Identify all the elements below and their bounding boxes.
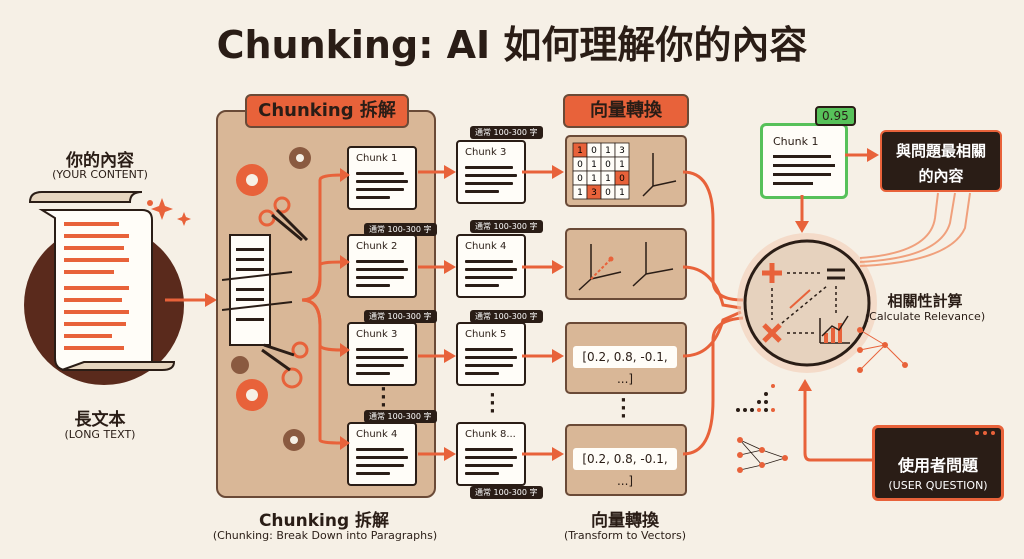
size-tag: 通常 100-300 字 (364, 310, 437, 323)
vector-box: [0.2, 0.8, -0.1, ...] (565, 322, 687, 394)
size-tag: 通常 100-300 字 (364, 223, 437, 236)
matrix-value: 1 (577, 188, 583, 198)
vector-footer-en: (Transform to Vectors) (563, 529, 687, 542)
chunk-title: Chunk 5 (465, 329, 507, 340)
matrix-value: 1 (619, 160, 625, 170)
long-text-label-en: (LONG TEXT) (64, 428, 136, 441)
matrix-value: 0 (605, 188, 611, 198)
relevance-circle-icon (737, 233, 877, 373)
data-dots-icon (736, 384, 775, 412)
user-question-box: 使用者問題 (USER QUESTION) (872, 425, 1004, 501)
matrix-value: 0 (591, 146, 597, 156)
matrix-cell (614, 184, 630, 200)
matrix-value: 3 (619, 146, 625, 156)
size-tag: 通常 100-300 字 (470, 126, 543, 139)
question-arrow-icon (798, 379, 875, 462)
3d-axes-icon (578, 242, 674, 291)
chunk-card: Chunk 2 (347, 234, 417, 298)
chunk-card: Chunk 3 (347, 322, 417, 386)
branch-arrows-icon (301, 168, 350, 450)
chunk-card: Chunk 4 (456, 234, 526, 298)
chunking-banner: Chunking 拆解 (245, 94, 409, 128)
chunk-title: Chunk 8... (465, 429, 516, 440)
more-dots: ··· (380, 379, 387, 416)
matrix-value: 0 (619, 174, 625, 184)
chunk-title: Chunk 4 (356, 429, 398, 440)
matrix-value: 3 (591, 188, 597, 198)
most-relevant-box: 與問題最相關 的內容 (880, 130, 1002, 192)
matrix-value: 1 (605, 146, 611, 156)
matrix-value: 1 (591, 174, 597, 184)
size-tag: 通常 100-300 字 (470, 486, 543, 499)
chunk-card: Chunk 3 (456, 140, 526, 204)
more-dots: ··· (489, 385, 496, 422)
more-dots: ··· (620, 390, 627, 427)
chunk-card: Chunk 4 (347, 422, 417, 486)
window-controls (875, 428, 1001, 438)
gears-scissors-icon (222, 147, 311, 451)
size-tag: 通常 100-300 字 (470, 310, 543, 323)
matrix-value: 0 (577, 160, 583, 170)
matrix-value: 1 (619, 188, 625, 198)
chunk-card: Chunk 5 (456, 322, 526, 386)
output-streams-icon (860, 192, 971, 267)
chunk-card: Chunk 8... (456, 422, 526, 486)
matrix-value: 1 (605, 174, 611, 184)
score-badge: 0.95 (815, 106, 856, 126)
top-chunk-card: Chunk 1 (760, 123, 848, 199)
relevance-label-en: (Calculate Relevance) (864, 310, 986, 323)
content-label-en: (YOUR CONTENT) (52, 168, 148, 181)
matrix-value: 0 (605, 160, 611, 170)
axes-box (565, 228, 687, 300)
chunk-title: Chunk 2 (356, 241, 398, 252)
size-tag: 通常 100-300 字 (364, 410, 437, 423)
neural-net-icon (737, 437, 788, 473)
vector-values: [0.2, 0.8, -0.1, ...] (573, 346, 677, 386)
user-question-label: 使用者問題 (897, 456, 978, 475)
long-text-scroll-icon (24, 191, 191, 385)
flow-arrows-icon (522, 165, 564, 461)
chunk-title: Chunk 3 (356, 329, 398, 340)
chunk-title: Chunk 3 (465, 147, 507, 158)
arrow-icon (845, 148, 879, 162)
network-icon (857, 327, 908, 373)
vector-banner: 向量轉換 (563, 94, 689, 128)
chunk-title: Chunk 4 (465, 241, 507, 252)
chunking-footer-en: (Chunking: Break Down into Paragraphs) (212, 529, 438, 542)
matrix-value: 0 (577, 174, 583, 184)
user-question-label-en: (USER QUESTION) (888, 479, 988, 492)
chunk-card: Chunk 1 (347, 146, 417, 210)
size-tag: 通常 100-300 字 (470, 220, 543, 233)
matrix-value: 1 (591, 160, 597, 170)
long-text-label: 長文本 (74, 410, 126, 430)
most-relevant-line1: 與問題最相關 (895, 142, 986, 160)
converge-arrows-icon (683, 170, 744, 456)
chunk-title: Chunk 1 (773, 135, 819, 148)
matrix-value: 1 (577, 146, 583, 156)
page-title: Chunking: AI 如何理解你的內容 (216, 23, 808, 67)
chunking-footer: Chunking 拆解 (258, 511, 390, 531)
relevance-label: 相關性計算 (887, 292, 963, 310)
flow-arrows-icon (418, 165, 456, 461)
arrow-icon (165, 293, 217, 307)
vector-values: [0.2, 0.8, -0.1, ...] (573, 448, 677, 488)
most-relevant-line2: 的內容 (918, 167, 964, 185)
arrow-icon (795, 195, 809, 233)
vector-box: [0.2, 0.8, -0.1, ...] (565, 424, 687, 496)
vector-footer: 向量轉換 (591, 511, 659, 531)
content-label: 你的內容 (66, 151, 134, 171)
chunk-title: Chunk 1 (356, 153, 398, 164)
